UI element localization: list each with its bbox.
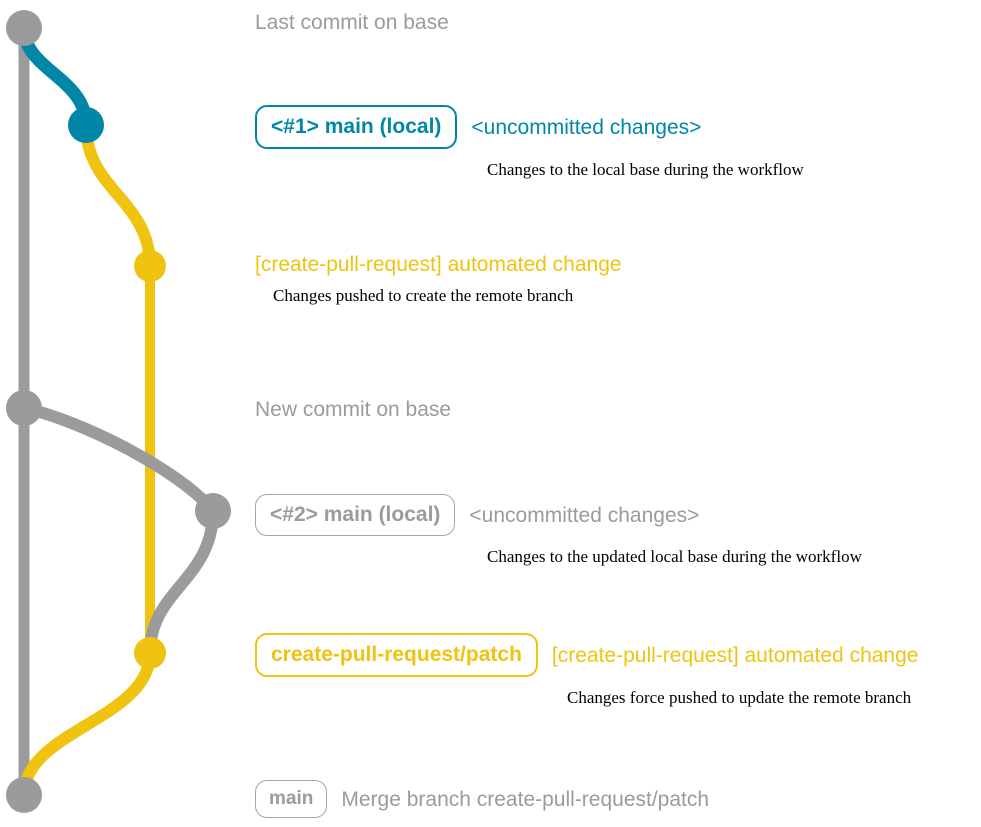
ref-badge-merge-commit[interactable]: main: [255, 780, 328, 818]
annotation-row-merge-commit: main Merge branch create-pull-request/pat…: [255, 780, 709, 818]
annotation-row-local-commit-2: <#2> main (local) <uncommitted changes> Ch…: [255, 494, 862, 565]
commit-node-patch-1: [134, 250, 166, 282]
commit-note-local-commit-2: Changes to the updated local base during…: [487, 547, 862, 566]
row-header: New commit on base: [255, 399, 451, 420]
edge-base-to-local-2: [18, 402, 219, 517]
commit-note-patch-commit-2: Changes force pushed to update the remot…: [567, 688, 912, 707]
commit-subject-patch-commit-2: [create-pull-request] automated change: [551, 643, 919, 667]
annotation-row-local-commit-1: <#1> main (local) <uncommitted changes> Ch…: [255, 105, 804, 178]
ref-badge-local-commit-1[interactable]: <#1> main (local): [255, 105, 458, 149]
commit-subject-merge-commit: Merge branch create-pull-request/patch: [341, 787, 710, 811]
commit-note-patch-commit-1: Changes pushed to create the remote bran…: [273, 286, 574, 305]
row-header: [create-pull-request] automated change: [255, 254, 622, 275]
commit-note-local-commit-1: Changes to the local base during the wor…: [487, 160, 804, 179]
commit-node-base-new: [6, 390, 42, 426]
commit-subject-patch-commit-1: [create-pull-request] automated change: [255, 253, 622, 276]
section-heading: Last commit on base: [255, 11, 449, 34]
ref-badge-local-commit-2[interactable]: <#2> main (local): [255, 494, 456, 536]
commit-node-base-last: [6, 10, 42, 46]
commit-node-patch-2: [134, 637, 166, 669]
branch-graph: [6, 10, 231, 813]
edge-local-2-to-patch-2: [144, 505, 219, 659]
commit-subject-local-commit-2: <uncommitted changes>: [469, 503, 700, 527]
commit-node-local-2: [195, 493, 231, 529]
ref-badge-patch-commit-2[interactable]: create-pull-request/patch: [255, 633, 538, 677]
row-header: <#2> main (local) <uncommitted changes>: [255, 494, 862, 536]
commit-node-local-1: [68, 107, 104, 143]
row-header: Last commit on base: [255, 12, 449, 33]
annotation-row-last-commit-on-base: Last commit on base: [255, 12, 449, 33]
annotation-row-new-commit-on-base: New commit on base: [255, 399, 451, 420]
commit-subject-local-commit-1: <uncommitted changes>: [471, 115, 702, 139]
edge-patch-2-to-merge: [18, 647, 156, 801]
edge-local-1-to-patch-1: [80, 119, 156, 272]
row-header: create-pull-request/patch [create-pull-re…: [255, 633, 918, 677]
row-header: <#1> main (local) <uncommitted changes>: [255, 105, 804, 149]
commit-node-base-merge: [6, 777, 42, 813]
section-heading: New commit on base: [255, 398, 452, 421]
annotation-row-patch-commit-2: create-pull-request/patch [create-pull-re…: [255, 633, 918, 706]
row-header: main Merge branch create-pull-request/pat…: [255, 780, 709, 818]
